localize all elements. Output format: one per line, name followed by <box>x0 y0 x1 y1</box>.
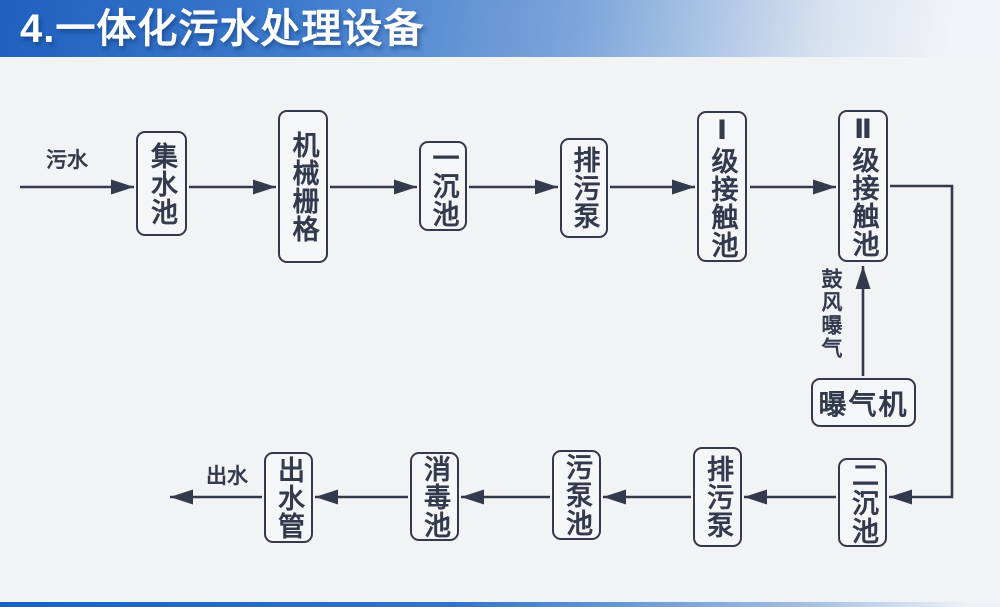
node-primary-sedimentation-tank: 一沉池 <box>419 141 467 231</box>
node-sewage-pump-tank: 污泵池 <box>552 450 601 540</box>
node-disinfection-tank-label: 消毒池 <box>420 454 450 539</box>
node-sewage-pump-1-label: 排污泵 <box>569 146 600 230</box>
node-contact-tank-2-label: Ⅱ级接触池 <box>848 114 879 258</box>
node-contact-tank-1: Ⅰ级接触池 <box>697 111 747 262</box>
node-contact-tank-2: Ⅱ级接触池 <box>838 110 888 262</box>
node-collect-tank: 集水池 <box>136 131 187 236</box>
node-aerator: 曝气机 <box>811 378 916 427</box>
node-secondary-sedimentation-label: 二沉池 <box>848 460 878 545</box>
outflow-label: 出水 <box>206 465 248 488</box>
node-mechanical-screen: 机械栅格 <box>278 110 328 263</box>
inflow-label: 污水 <box>46 149 88 172</box>
node-disinfection-tank: 消毒池 <box>410 452 459 541</box>
bottom-accent-bar <box>0 602 1000 607</box>
node-contact-tank-1-label: Ⅰ级接触池 <box>707 114 738 259</box>
node-collect-tank-label: 集水池 <box>147 141 177 226</box>
slide-title: 4.一体化污水处理设备 <box>20 7 425 51</box>
arrow-contact2-to-secondary-elbow <box>889 184 954 505</box>
node-aerator-label: 曝气机 <box>818 388 909 420</box>
node-secondary-sedimentation-tank: 二沉池 <box>838 458 887 547</box>
node-outlet-pipe-label: 出水管 <box>274 455 304 540</box>
node-sewage-pump-1: 排污泵 <box>560 138 608 238</box>
node-sewage-pump-2-label: 排污泵 <box>703 455 733 539</box>
title-bar: 4.一体化污水处理设备 <box>0 0 1000 57</box>
node-primary-sedimentation-label: 一沉池 <box>428 144 459 228</box>
blower-aeration-label: 鼓风曝气 <box>819 268 842 360</box>
node-sewage-pump-tank-label: 污泵池 <box>562 453 592 537</box>
node-mechanical-screen-label: 机械栅格 <box>288 130 319 243</box>
node-outlet-pipe: 出水管 <box>264 452 313 543</box>
node-sewage-pump-2: 排污泵 <box>693 447 742 547</box>
